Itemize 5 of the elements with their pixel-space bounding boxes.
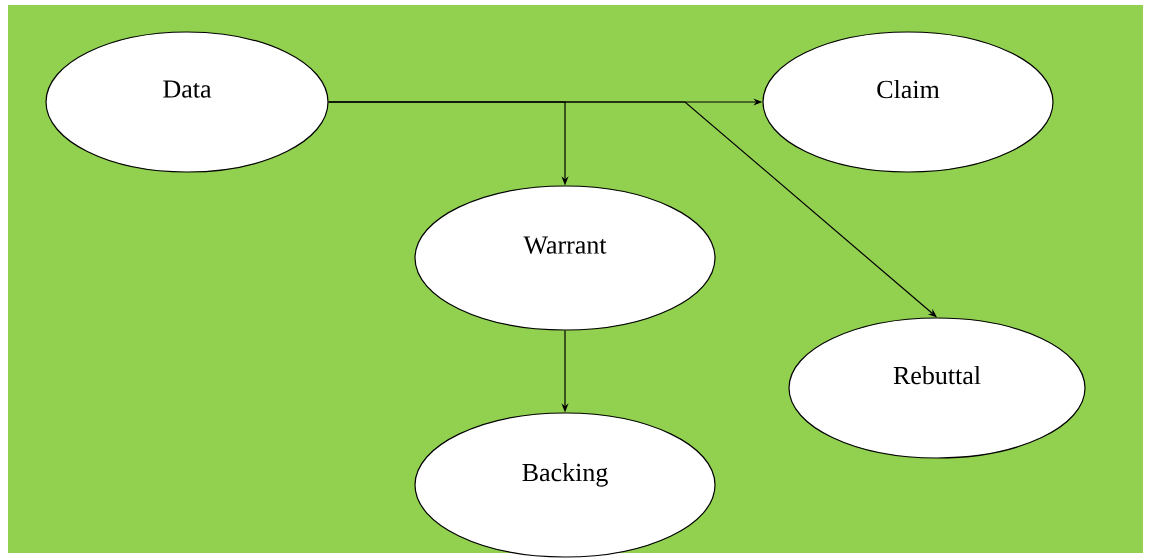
ellipse-node: Data (45, 31, 329, 173)
ellipse-node: Backing (414, 412, 716, 558)
ellipse-node: Warrant (414, 185, 716, 331)
ellipse-node: Rebuttal (788, 317, 1086, 459)
ellipse-node: Claim (762, 31, 1054, 173)
